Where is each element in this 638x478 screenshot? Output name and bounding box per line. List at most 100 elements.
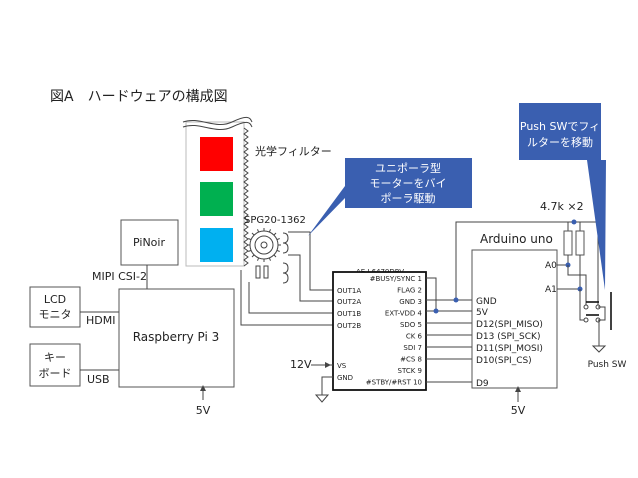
keyboard-line-1: キー (44, 351, 66, 364)
red-filter-square (200, 137, 233, 171)
driver-box (332, 271, 427, 391)
unipolar-line-2: モーターをバイ (370, 177, 447, 190)
arduino-pin: D9 (476, 379, 489, 389)
driver-right-pin: GND 3 (399, 298, 422, 306)
junction-resistor-top (571, 219, 577, 225)
motor-coil-left (255, 265, 261, 279)
arduino-power-arrow-icon (515, 386, 521, 392)
sw2-contact-a (583, 317, 589, 323)
sw2-wire (579, 289, 586, 321)
keyboard-box (29, 343, 81, 387)
keyboard-line-2: ボード (39, 367, 72, 380)
motor-shaft (260, 241, 268, 249)
arduino-pin: D12(SPI_MISO) (476, 320, 543, 330)
resistor-2 (575, 230, 585, 256)
junction-5v (433, 308, 439, 314)
motor-coil-right (263, 265, 269, 279)
filter-wave-top (182, 116, 253, 126)
vs-arrow-icon (325, 362, 331, 368)
rpi-power-arrow-icon (200, 385, 206, 391)
optical-filter: 光学フィルター (182, 116, 332, 267)
arduino-pin: GND (476, 297, 497, 307)
pushsw-callout: Push SWでフィ ルターを移動 (519, 103, 606, 290)
blue-filter-square (200, 228, 233, 262)
raspberry-pi: Raspberry Pi 3 5V (118, 288, 235, 417)
filter-wave-bottom (182, 121, 253, 131)
motor-gear-teeth (247, 228, 281, 262)
driver-left-pin: VS (337, 362, 347, 370)
driver-ground-icon (314, 394, 330, 403)
driver-left-pin: GND (337, 374, 353, 382)
keyboard: キー ボード USB (29, 343, 119, 387)
wire-out1a (288, 231, 333, 291)
motor-coil-b (282, 262, 289, 284)
arduino-pin: D10(SPI_CS) (476, 356, 532, 366)
driver-right-pin: #BUSY/SYNC 1 (370, 275, 422, 283)
arduino-pin: 5V (476, 308, 489, 318)
rpi-power-label: 5V (196, 404, 211, 417)
usb-label: USB (87, 373, 110, 386)
pushsw-line-1: Push SWでフィ (520, 120, 600, 133)
driver-left-pin: OUT1B (337, 310, 361, 318)
driver-right-pin: #STBY/#RST 10 (366, 379, 422, 387)
driver-right-pin: SDO 5 (400, 321, 422, 329)
wire-out1b (248, 282, 333, 314)
arduino-pin: D13 (SPI_SCK) (476, 332, 540, 342)
unipolar-callout: ユニポーラ型 モーターをバイ ポーラ駆動 (308, 158, 472, 236)
driver-right-pin: CK 6 (406, 333, 423, 341)
mipi-label: MIPI CSI-2 (92, 270, 147, 283)
resistor-label: 4.7k ×2 (540, 200, 584, 213)
lcd-monitor: LCD モニタ HDMI (29, 286, 119, 328)
motor-coil-a (282, 232, 289, 254)
arduino-box (471, 249, 558, 389)
driver-left-pin: OUT1A (337, 287, 361, 295)
raspberry-pi-box (118, 288, 235, 388)
spi-wires (426, 221, 599, 383)
wire-out2a (288, 254, 333, 302)
driver-power-label: 12V (290, 358, 312, 371)
switch-common (598, 306, 606, 321)
motor-label: SPG20-1362 (244, 215, 306, 226)
raspberry-pi-label: Raspberry Pi 3 (133, 330, 220, 344)
hdmi-label: HDMI (86, 314, 115, 327)
driver-right-pin: STCK 9 (398, 367, 422, 375)
filter-label: 光学フィルター (255, 144, 332, 158)
lcd-box (29, 286, 81, 328)
driver-left-pin: OUT2B (337, 322, 361, 330)
diagram-title: 図A ハードウェアの構成図 (50, 89, 228, 105)
filter-rack-teeth (243, 127, 249, 267)
stepper-motor: SPG20-1362 (244, 215, 306, 284)
pinoir-label: PiNoir (133, 236, 165, 249)
driver-gnd-wire (321, 376, 333, 395)
motor-wires (240, 231, 333, 326)
driver-right-pin: EXT-VDD 4 (385, 310, 423, 318)
lcd-line-2: モニタ (39, 308, 72, 321)
pushsw-line-2: ルターを移動 (527, 135, 593, 149)
sw1-contact-a (583, 304, 589, 310)
arduino-power-label: 5V (511, 404, 526, 417)
arduino-a0-label: A0 (545, 261, 557, 271)
pinoir-box (120, 219, 179, 266)
unipolar-line-3: ポーラ駆動 (381, 191, 436, 205)
driver-right-pin: #CS 8 (400, 356, 422, 364)
push-sw-label: Push SW (588, 360, 627, 370)
sw1-wire (567, 265, 587, 307)
resistor-1 (563, 230, 573, 256)
arduino-a1-label: A1 (545, 285, 557, 295)
arduino-pin: D11(SPI_MOSI) (476, 344, 543, 354)
unipolar-line-1: ユニポーラ型 (375, 161, 441, 175)
switch-ground-icon (591, 345, 607, 353)
pinoir-camera: PiNoir MIPI CSI-2 (92, 219, 179, 289)
wire-busy (426, 277, 437, 311)
pushsw-callout-shape (519, 103, 606, 290)
junction-gnd (453, 297, 459, 303)
lcd-line-1: LCD (44, 293, 66, 306)
green-filter-square (200, 182, 233, 216)
